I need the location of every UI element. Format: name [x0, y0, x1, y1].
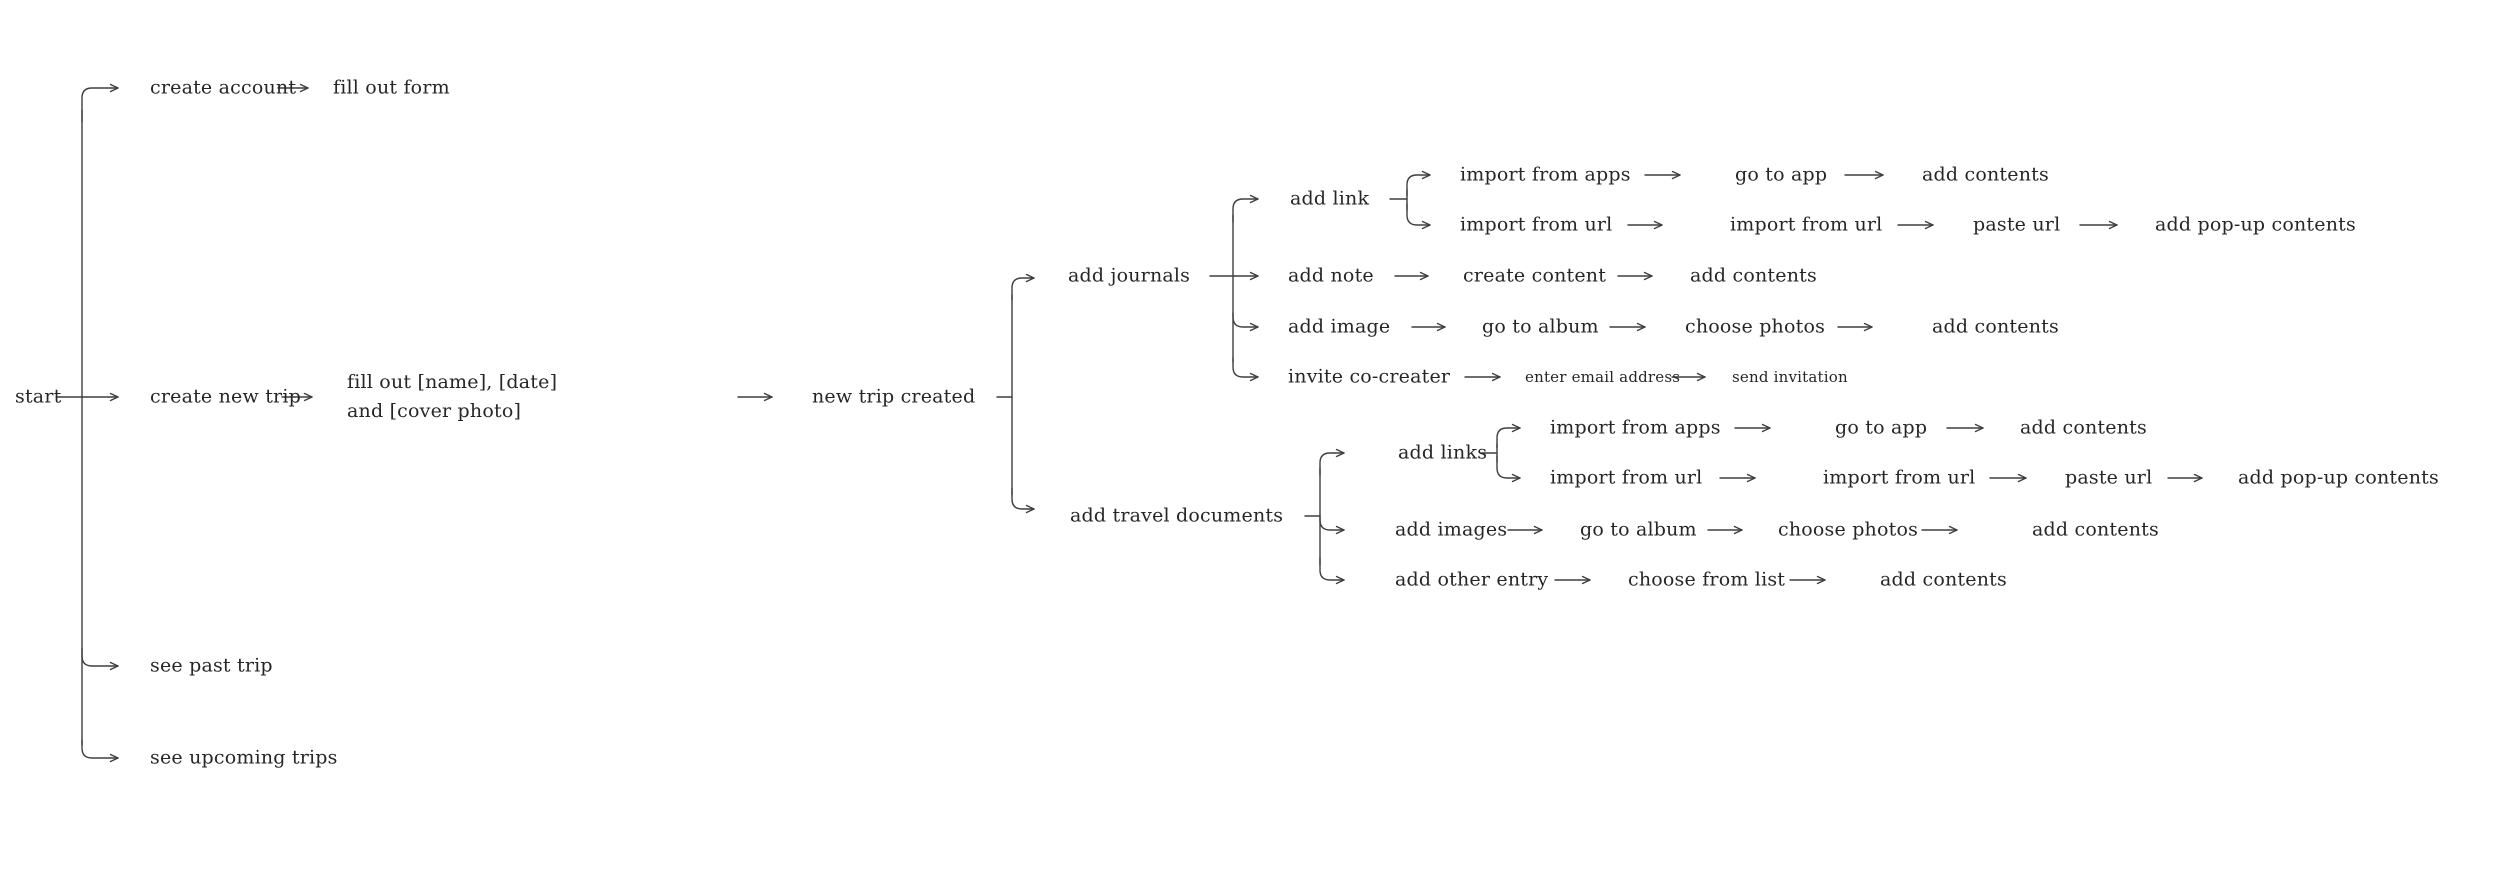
flow-node-travel-apps-add-contents: add contents: [2020, 416, 2147, 439]
flow-node-enter-email-address: enter email address: [1525, 368, 1681, 386]
flow-node-invite-co-creater: invite co-creater: [1288, 365, 1451, 388]
flow-node-add-note: add note: [1288, 264, 1374, 287]
flow-node-add-images: add images: [1395, 518, 1508, 541]
hook-to-add-travel-documents: [1011, 487, 1035, 514]
flow-node-start: start: [15, 385, 62, 408]
hook-to-add-links: [1319, 448, 1345, 476]
flow-node-see-past-trip: see past trip: [150, 654, 273, 677]
flow-node-travel-choose-photos: choose photos: [1778, 518, 1919, 541]
flow-node-create-account: create account: [150, 76, 297, 99]
hook-to-travel-import-from-apps: [1496, 423, 1521, 449]
flow-node-journal-add-popup-contents: add pop-up contents: [2155, 213, 2356, 236]
flow-node-choose-from-list: choose from list: [1628, 568, 1786, 591]
flow-node-journal-import-from-apps: import from apps: [1460, 163, 1631, 186]
flow-node-image-add-contents: add contents: [1932, 315, 2059, 338]
flow-node-journal-apps-add-contents: add contents: [1922, 163, 2049, 186]
flow-node-travel-import-from-url: import from url: [1550, 466, 1703, 489]
hook-to-create-account: [81, 83, 119, 123]
flow-node-travel-paste-url: paste url: [2065, 466, 2153, 489]
flow-node-add-journals: add journals: [1068, 264, 1191, 287]
flow-node-journal-paste-url: paste url: [1973, 213, 2061, 236]
flow-node-fill-out-name-date-cover-line-2: and [cover photo]: [347, 400, 522, 422]
flow-node-send-invitation: send invitation: [1732, 368, 1848, 386]
flow-node-see-upcoming-trips: see upcoming trips: [150, 746, 338, 769]
hook-to-invite-co-creater: [1232, 357, 1259, 382]
hook-to-see-past-trip: [81, 647, 119, 671]
flow-node-note-add-contents: add contents: [1690, 264, 1817, 287]
flow-node-travel-import-from-apps: import from apps: [1550, 416, 1721, 439]
flow-node-create-new-trip: create new trip: [150, 385, 301, 408]
flow-node-create-content: create content: [1463, 264, 1607, 287]
flow-node-fill-out-name-date-cover: fill out [name], [date] and [cover photo]: [347, 368, 557, 426]
flow-node-other-add-contents: add contents: [1880, 568, 2007, 591]
flow-node-add-travel-documents: add travel documents: [1070, 504, 1284, 527]
flow-node-fill-out-name-date-cover-line-1: fill out [name], [date]: [347, 371, 558, 393]
flow-node-journal-go-to-app: go to app: [1735, 163, 1828, 186]
flow-node-go-to-album: go to album: [1482, 315, 1599, 338]
hook-to-journal-import-from-url: [1406, 203, 1431, 230]
flow-node-journal-import-from-url-2: import from url: [1730, 213, 1883, 236]
flow-node-travel-go-to-app: go to app: [1835, 416, 1928, 439]
flow-node-travel-go-to-album: go to album: [1580, 518, 1697, 541]
hook-to-see-upcoming-trips: [81, 739, 119, 763]
flow-node-journal-import-from-url: import from url: [1460, 213, 1613, 236]
flow-node-add-link: add link: [1290, 187, 1370, 210]
hook-to-add-other-entry: [1319, 557, 1345, 585]
hook-to-travel-import-from-url: [1496, 455, 1521, 483]
flow-node-travel-add-popup-contents: add pop-up contents: [2238, 466, 2439, 489]
hook-to-journal-import-from-apps: [1406, 170, 1431, 197]
hook-to-add-images: [1319, 515, 1345, 535]
flow-node-choose-photos: choose photos: [1685, 315, 1826, 338]
flow-node-fill-out-form: fill out form: [333, 76, 450, 99]
flow-node-add-other-entry: add other entry: [1395, 568, 1549, 591]
hook-to-add-journals: [1011, 273, 1035, 301]
flow-node-images-add-contents: add contents: [2032, 518, 2159, 541]
flow-node-travel-import-from-url-2: import from url: [1823, 466, 1976, 489]
flow-node-new-trip-created: new trip created: [812, 385, 976, 408]
flow-node-add-image: add image: [1288, 315, 1391, 338]
flow-node-add-links: add links: [1398, 441, 1488, 464]
hook-to-add-link: [1232, 194, 1259, 223]
hook-to-add-image: [1232, 312, 1259, 332]
